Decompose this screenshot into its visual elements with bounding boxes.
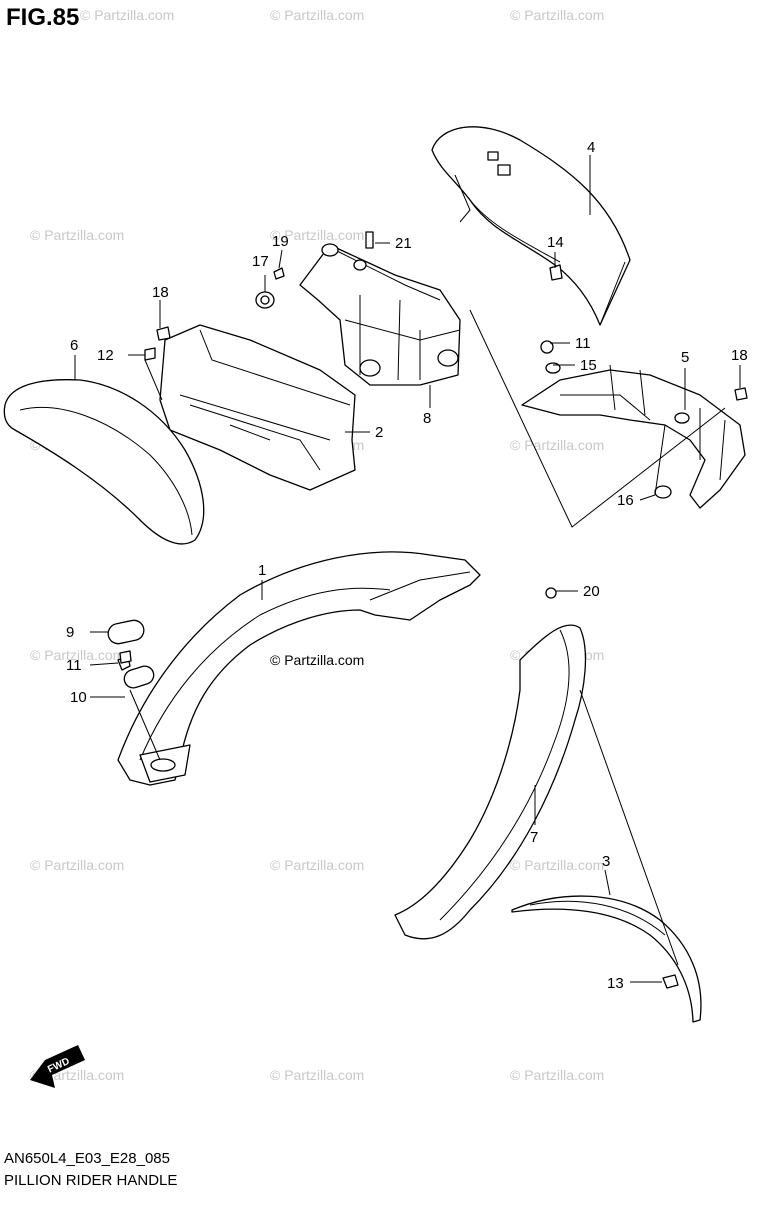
watermark: © Partzilla.com [270, 227, 364, 243]
figure-name: PILLION RIDER HANDLE [4, 1172, 178, 1189]
watermark: © Partzilla.com [80, 7, 174, 23]
callout-1: 1 [258, 562, 266, 579]
callout-4: 4 [587, 139, 595, 156]
part-3-trim [511, 895, 702, 1023]
callout-5: 5 [681, 349, 689, 366]
watermark: © Partzilla.com [30, 647, 124, 663]
callout-8: 8 [423, 410, 431, 427]
part-1-handle [117, 551, 481, 786]
figure-title: FIG.85 [6, 4, 80, 31]
callout-9: 9 [66, 624, 74, 641]
callout-7: 7 [530, 829, 538, 846]
watermark: © Partzilla.com [510, 437, 604, 453]
watermark: © Partzilla.com [510, 1067, 604, 1083]
callout-10: 10 [70, 689, 87, 706]
callout-13: 13 [607, 975, 624, 992]
callout-18-left: 18 [152, 284, 169, 301]
part-7-right-handle [394, 587, 587, 940]
callout-20: 20 [583, 583, 600, 600]
leader-lines [74, 155, 741, 983]
part-5-side-bracket [521, 364, 746, 509]
callouts: 1 2 3 4 5 6 7 8 9 10 11 11 12 13 14 15 1… [66, 139, 748, 992]
watermark: © Partzilla.com [510, 857, 604, 873]
callout-12: 12 [97, 347, 114, 364]
callout-17: 17 [252, 253, 269, 270]
callout-18-right: 18 [731, 347, 748, 364]
callout-16: 16 [617, 492, 634, 509]
callout-15: 15 [580, 357, 597, 374]
hardware-9-10-11 [107, 619, 155, 689]
callout-19: 19 [272, 233, 289, 250]
watermark: © Partzilla.com [510, 7, 604, 23]
callout-2: 2 [375, 424, 383, 441]
watermark: © Partzilla.com [30, 227, 124, 243]
watermark: © Partzilla.com [270, 1067, 364, 1083]
part-8-bracket [299, 243, 461, 386]
callout-21: 21 [395, 235, 412, 252]
watermark: © Partzilla.com [270, 857, 364, 873]
hardware-17-19-21 [255, 231, 374, 309]
center-watermark: © Partzilla.com [270, 652, 364, 668]
part-4-rear-cover [431, 126, 631, 326]
callout-6: 6 [70, 337, 78, 354]
callout-14: 14 [547, 234, 564, 251]
callout-11-left: 11 [66, 657, 82, 674]
figure-code: AN650L4_E03_E28_085 [4, 1150, 170, 1167]
watermark: © Partzilla.com [30, 857, 124, 873]
part-6-cover [3, 379, 205, 545]
callout-3: 3 [602, 853, 610, 870]
watermark: © Partzilla.com [270, 7, 364, 23]
hardware-small [119, 264, 748, 664]
callout-11-right: 11 [575, 335, 591, 352]
